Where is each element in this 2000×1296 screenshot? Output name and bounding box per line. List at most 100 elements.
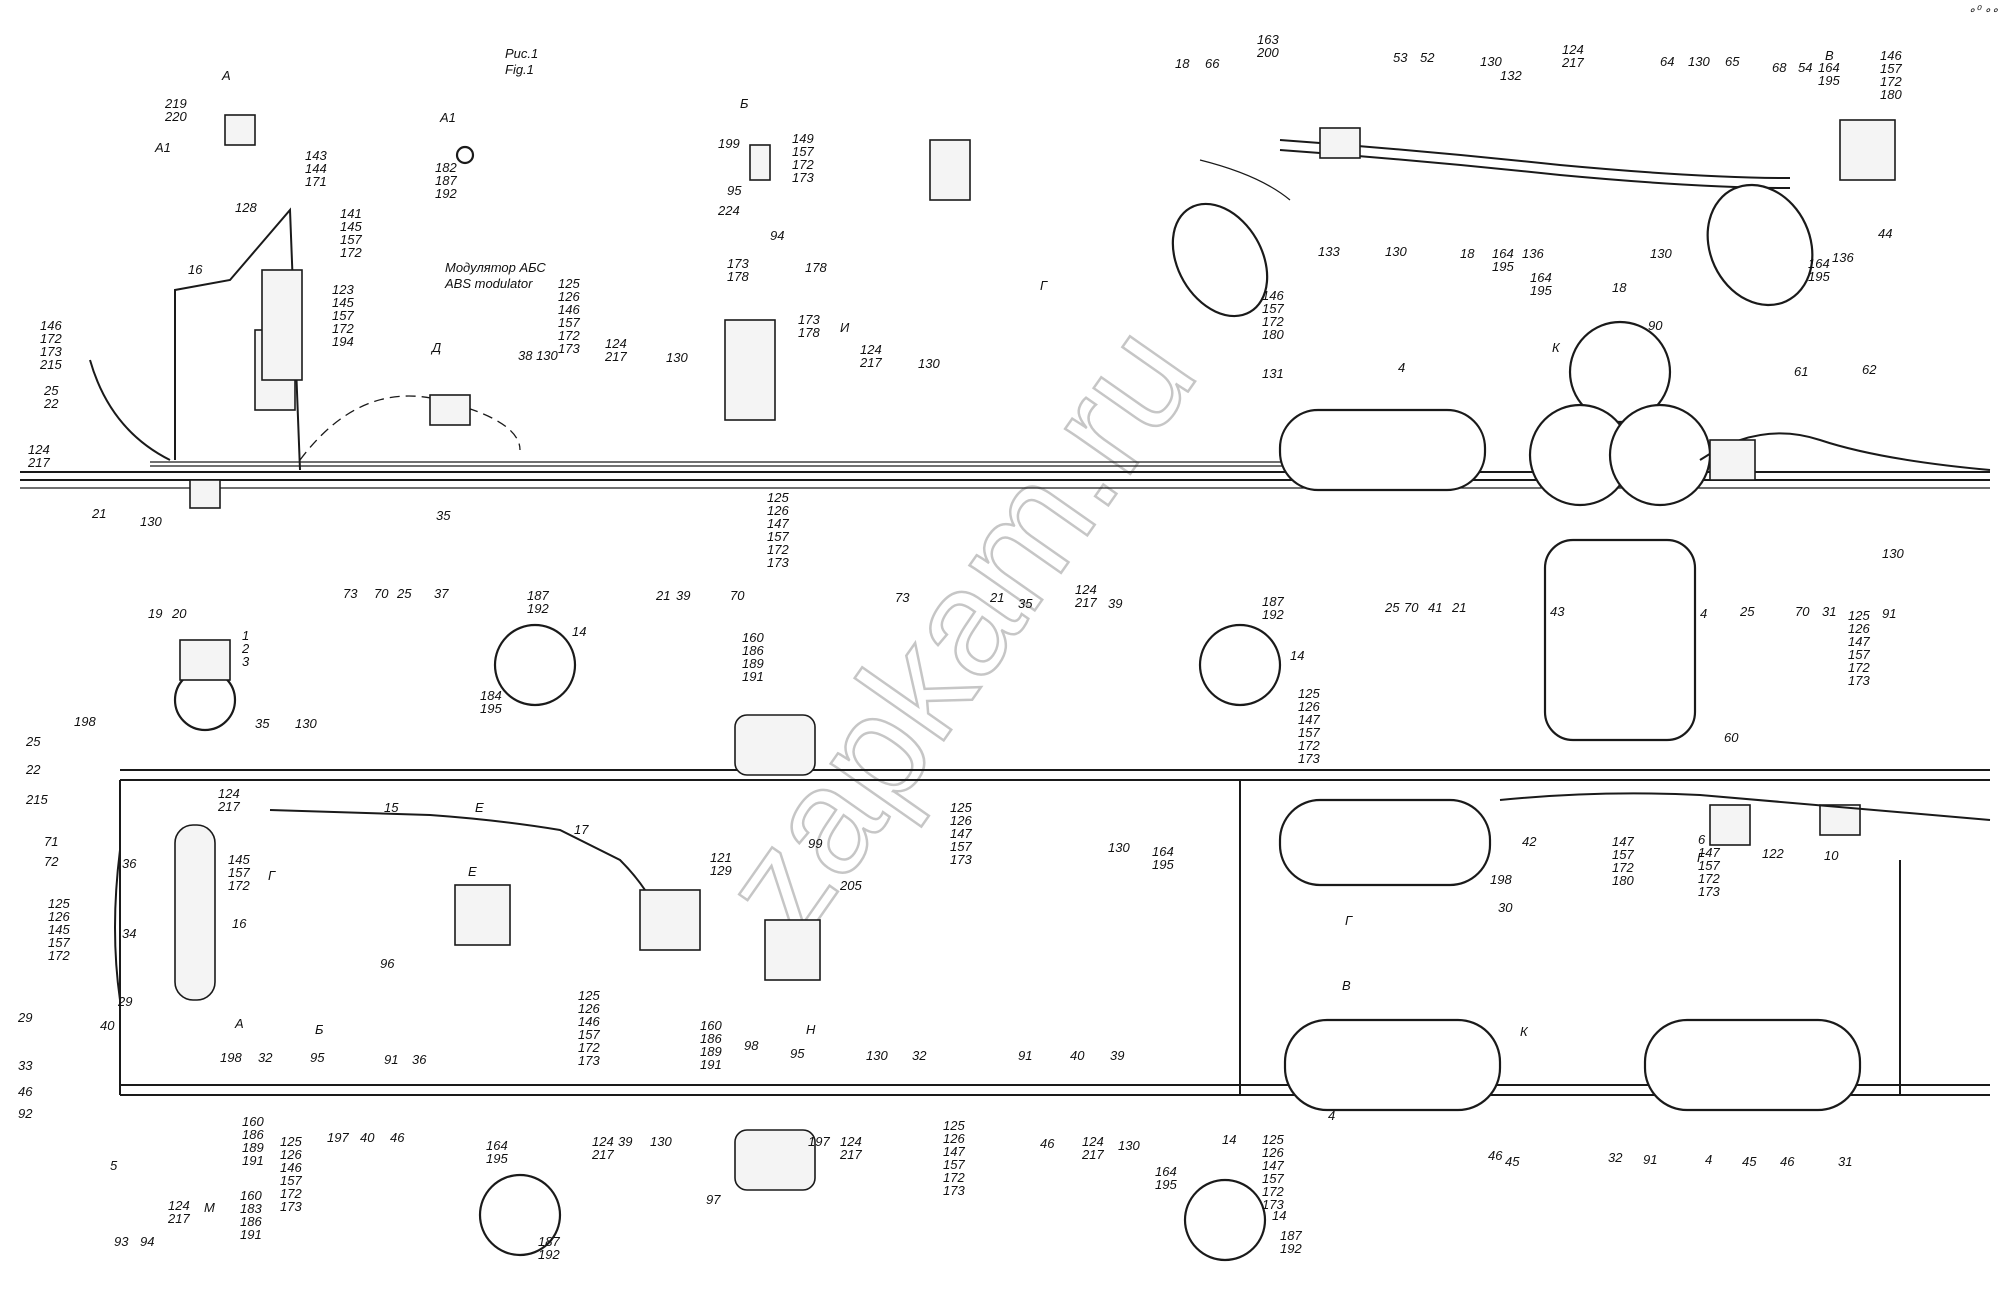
callout-c21d: 21 (1451, 600, 1466, 615)
callout-v-g-1: Г (268, 868, 276, 883)
callout-c31b: 31 (1838, 1154, 1852, 1169)
callout-c39c: 39 (618, 1134, 632, 1149)
callout-v-e-pump: Е (468, 864, 477, 879)
callout-c21a: 21 (91, 506, 106, 521)
detail-a-part (224, 114, 256, 146)
detail-a1-part (455, 145, 475, 165)
pump-assembly (454, 884, 511, 946)
callout-v-i: И (840, 320, 850, 335)
callout-c131: 131 (1262, 366, 1284, 381)
abs-loop (299, 395, 521, 461)
callout-c39b: 39 (1108, 596, 1122, 611)
callout-c18a: 18 (1175, 56, 1190, 71)
callout-c45a: 45 (1505, 1154, 1520, 1169)
receiver-4-mid (1278, 798, 1492, 887)
fig-title-ru: Рис.1 (505, 46, 538, 61)
callout-c14b: 14 (1290, 648, 1304, 663)
callout-c35a: 35 (436, 508, 451, 523)
callout-c91b: 91 (384, 1052, 398, 1067)
callout-c31a: 31 (1822, 604, 1836, 619)
callout-c25b: 25 (396, 586, 412, 601)
callout-c14c: 14 (1222, 1132, 1236, 1147)
callout-c93: 93 (114, 1234, 129, 1249)
callout-c96: 96 (380, 956, 395, 971)
callout-c130d: 130 (1480, 54, 1502, 69)
callout-c44: 44 (1878, 226, 1892, 241)
callout-c130m: 130 (1118, 1138, 1140, 1153)
callout-v-v-top: В (1825, 48, 1834, 63)
callout-c64: 64 (1660, 54, 1674, 69)
callout-c122: 122 (1762, 846, 1784, 861)
callout-c16b: 16 (232, 916, 247, 931)
callout-c54: 54 (1798, 60, 1812, 75)
callout-c4a: 4 (1398, 360, 1405, 375)
callout-c72: 72 (44, 854, 59, 869)
callout-c198a: 198 (74, 714, 96, 729)
callout-c29b: 29 (17, 1010, 32, 1025)
callout-c130l: 130 (866, 1048, 888, 1063)
mid-brake-chamber-left (478, 1173, 562, 1257)
callout-c17: 17 (574, 822, 589, 837)
callout-c41: 41 (1428, 600, 1442, 615)
callout-c20: 20 (171, 606, 187, 621)
callout-c36b: 36 (412, 1052, 427, 1067)
callout-c99: 99 (808, 836, 822, 851)
callout-c30: 30 (1498, 900, 1513, 915)
callout-c130e: 130 (1688, 54, 1710, 69)
callout-c94a: 94 (770, 228, 784, 243)
callout-v-a-bot: А (234, 1016, 244, 1031)
valve-205 (764, 919, 821, 981)
callout-c136a: 136 (1522, 246, 1544, 261)
callout-c91d: 91 (1643, 1152, 1657, 1167)
callout-c52: 52 (1420, 50, 1435, 65)
callout-c4d: 4 (1705, 1152, 1712, 1167)
callout-c39a: 39 (676, 588, 690, 603)
callout-v-g-top: Г (1040, 278, 1048, 293)
callout-c73a: 73 (343, 586, 358, 601)
callout-c197b: 197 (808, 1134, 830, 1149)
callout-c130a: 130 (140, 514, 162, 529)
callout-c46b: 46 (390, 1130, 405, 1145)
callout-c32b: 32 (912, 1048, 927, 1063)
callout-c215: 215 (25, 792, 48, 807)
callout-c130f: 130 (1385, 244, 1407, 259)
callout-c91a: 91 (1882, 606, 1896, 621)
callout-c198c: 198 (220, 1050, 242, 1065)
callout-c199: 199 (718, 136, 740, 151)
callout-c40c: 40 (1070, 1048, 1085, 1063)
callout-c130b: 130 (666, 350, 688, 365)
callout-c40a: 40 (100, 1018, 115, 1033)
detail-b-part (749, 144, 771, 181)
callout-c25e: 25 (25, 734, 41, 749)
callout-c21c: 21 (989, 590, 1004, 605)
callout-c16a: 16 (188, 262, 203, 277)
rear-upper-pipe (1499, 792, 1991, 821)
callout-c4b: 4 (1700, 606, 1707, 621)
callout-c197a: 197 (327, 1130, 349, 1145)
callout-v-b-top: Б (740, 96, 749, 111)
callout-c14d: 14 (1272, 1208, 1286, 1223)
rear-axle-detail (929, 119, 1896, 318)
